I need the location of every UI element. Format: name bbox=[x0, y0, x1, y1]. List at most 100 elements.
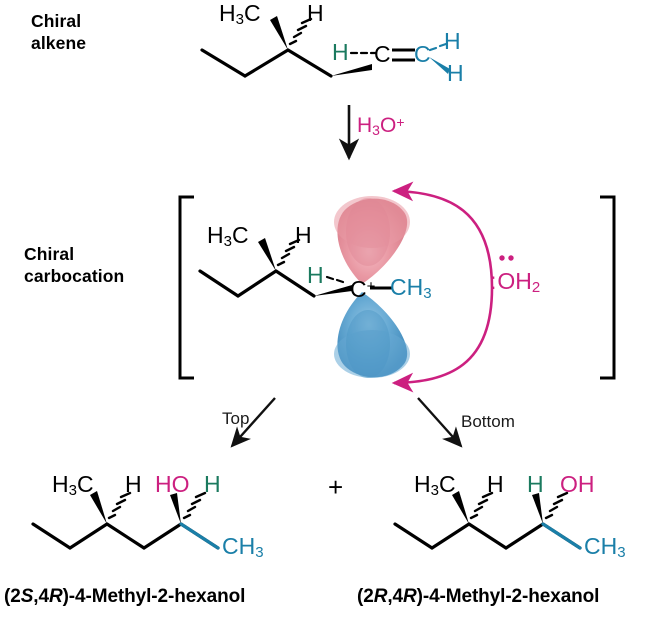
left-product-methyl-h: H bbox=[52, 471, 69, 497]
right-product-carbinol-h-label: H bbox=[527, 471, 544, 497]
alkene-methyl-label: H3C bbox=[219, 2, 261, 31]
right-product-stereo-h-hash-bond bbox=[469, 491, 494, 520]
left-name-suffix: )-4-Methyl-2-hexanol bbox=[62, 586, 246, 607]
left-product-carbinol-h-hash-bond bbox=[182, 491, 207, 520]
reagent-o: O bbox=[379, 114, 397, 137]
alkene-caption-line1: Chiral bbox=[31, 11, 82, 31]
reagent-h: H bbox=[357, 114, 373, 137]
alkene-carbon1-label: C bbox=[374, 41, 391, 67]
right-name-prefix: (2 bbox=[357, 586, 374, 607]
alkene-methyl-h: H bbox=[219, 0, 236, 26]
right-product-methyl-sub: 3 bbox=[430, 482, 439, 499]
alkene-methyl-wedge-bond bbox=[270, 16, 288, 50]
carbocation-c: C bbox=[350, 276, 367, 302]
left-name-descriptor-2: S bbox=[20, 586, 34, 607]
reagent-charge: + bbox=[396, 114, 405, 130]
left-product-methyl-sub: 3 bbox=[68, 482, 77, 499]
carbocation-stereo-h-label: H bbox=[295, 222, 312, 248]
alkene-terminal-h-bottom-label: H bbox=[447, 60, 464, 86]
right-product-ch3-sub: 3 bbox=[617, 544, 626, 561]
right-product-methyl-wedge-bond bbox=[452, 491, 469, 524]
left-product-hydroxyl-label: HO bbox=[155, 471, 190, 497]
alkene-vinyl-h-label: H bbox=[332, 39, 349, 65]
reagent-label: H3O+ bbox=[357, 114, 405, 138]
alkene-carbon2-label: C bbox=[414, 41, 431, 67]
right-name-mid: ,4 bbox=[387, 586, 403, 607]
carbocation-ch3: CH bbox=[390, 274, 424, 300]
right-product-methyl-c: C bbox=[438, 471, 456, 497]
right-product-carbinol-h-wedge-bond bbox=[532, 493, 543, 524]
carbocation-methyl-wedge-bond bbox=[258, 238, 276, 271]
right-product-hydroxyl-label: OH bbox=[560, 471, 595, 497]
right-product-methyl-h: H bbox=[414, 471, 431, 497]
alkene-skeleton bbox=[200, 48, 333, 78]
p-orbital-bottom-lobe-blue bbox=[334, 292, 410, 378]
carbocation-methyl-group-label: CH3 bbox=[390, 276, 432, 305]
left-name-prefix: (2 bbox=[4, 586, 21, 607]
right-product-terminal-bond bbox=[541, 522, 582, 550]
water-lone-pair-left: : bbox=[490, 268, 498, 294]
water-nucleophile-label: :OH2 bbox=[490, 270, 540, 299]
left-product-methyl-wedge-bond bbox=[90, 491, 107, 524]
left-product-hydroxyl-wedge-bond bbox=[170, 493, 181, 524]
top-attack-arrow bbox=[230, 397, 276, 448]
left-product-methyl-c: C bbox=[76, 471, 94, 497]
alkene-caption: Chiral alkene bbox=[31, 10, 86, 54]
carbocation-cation-h-label: H bbox=[307, 262, 324, 288]
alkene-double-bond bbox=[392, 48, 415, 62]
left-product-ch3-sub: 3 bbox=[255, 544, 264, 561]
carbocation-methyl-sub: 3 bbox=[223, 233, 232, 250]
left-name-descriptor-4: R bbox=[48, 586, 63, 607]
right-product-name: (2R,4R)-4-Methyl-2-hexanol bbox=[357, 586, 599, 608]
left-product-ch3: CH bbox=[222, 533, 256, 559]
left-product-terminal-ch3-label: CH3 bbox=[222, 535, 264, 564]
left-product-stereo-h-label: H bbox=[125, 471, 142, 497]
nucleophile-attack-arrow bbox=[391, 181, 494, 393]
left-name-mid: ,4 bbox=[33, 586, 49, 607]
left-product-terminal-bond bbox=[179, 522, 220, 550]
alkene-terminal-h-hash-bond bbox=[428, 42, 448, 52]
carbocation-bracket-left bbox=[178, 195, 194, 380]
right-product-hydroxyl-hash-bond bbox=[544, 491, 569, 520]
reagent-h-sub: 3 bbox=[372, 122, 380, 138]
carbocation-cation-h-hash-bond bbox=[325, 275, 345, 284]
carbocation-center-c-label: C+ bbox=[350, 275, 375, 301]
alkene-methyl-sub: 3 bbox=[235, 11, 244, 28]
carbocation-bracket-right bbox=[600, 195, 616, 380]
right-name-suffix: )-4-Methyl-2-hexanol bbox=[416, 586, 600, 607]
right-name-descriptor-2: R bbox=[373, 586, 388, 607]
alkene-terminal-h-top-label: H bbox=[444, 28, 461, 54]
alkene-terminal-h-wedge-bond bbox=[429, 57, 450, 74]
alkene-stereo-h-hash-bond bbox=[288, 17, 313, 46]
alkene-ch2-to-vinyl-wedge-bond bbox=[331, 64, 372, 76]
carbocation-caption-line2: carbocation bbox=[24, 266, 125, 286]
bottom-attack-arrow bbox=[417, 397, 463, 448]
right-product-ch3: CH bbox=[584, 533, 618, 559]
right-product-stereo-h-label: H bbox=[487, 471, 504, 497]
left-product-carbinol-h-label: H bbox=[204, 471, 221, 497]
carbocation-caption-line1: Chiral bbox=[24, 244, 75, 264]
carbocation-methyl-h: H bbox=[207, 222, 224, 248]
alkene-methyl-c: C bbox=[243, 0, 261, 26]
alkene-caption-line2: alkene bbox=[31, 33, 87, 53]
right-name-descriptor-4: R bbox=[402, 586, 417, 607]
p-orbital-top-lobe-pink bbox=[334, 196, 410, 284]
alkene-stereo-h-label: H bbox=[307, 0, 324, 26]
carbocation-skeleton bbox=[198, 269, 316, 298]
bottom-path-label: Bottom bbox=[461, 412, 515, 431]
carbocation-ch2-wedge-bond bbox=[314, 285, 352, 296]
carbocation-plus-charge: + bbox=[366, 278, 376, 295]
left-product-stereo-h-hash-bond bbox=[107, 491, 132, 520]
right-product-terminal-ch3-label: CH3 bbox=[584, 535, 626, 564]
left-product-name: (2S,4R)-4-Methyl-2-hexanol bbox=[4, 586, 245, 608]
water-h-sub: 2 bbox=[531, 279, 541, 296]
products-plus-separator: + bbox=[328, 472, 344, 502]
carbocation-methyl-c: C bbox=[231, 222, 249, 248]
carbocation-caption: Chiral carbocation bbox=[24, 243, 124, 287]
carbocation-stereo-h-hash-bond bbox=[276, 238, 301, 267]
right-product-methyl-label: H3C bbox=[414, 473, 456, 502]
